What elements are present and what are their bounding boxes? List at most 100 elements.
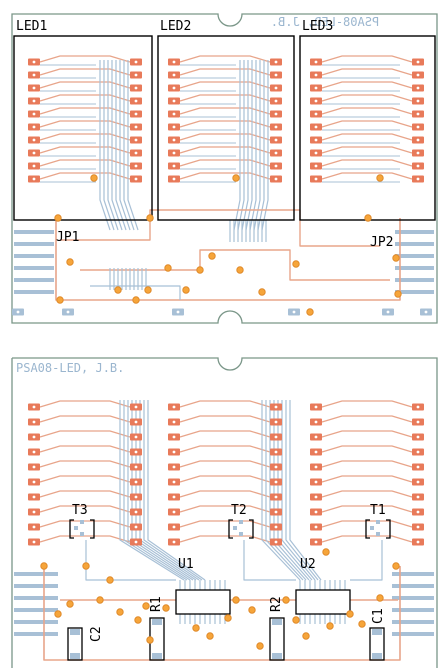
bottom-led-pad-hole xyxy=(134,525,138,529)
bottom-trace xyxy=(39,535,131,543)
top-vias xyxy=(54,174,402,316)
top-led-pad-hole xyxy=(416,60,420,64)
top-led-pad-hole xyxy=(314,151,318,155)
top-led-pad-hole xyxy=(172,60,176,64)
c2-label: C2 xyxy=(89,626,104,642)
top-led-pad-hole xyxy=(134,164,138,168)
transistor-pad xyxy=(80,532,84,536)
component-pad xyxy=(272,619,282,625)
top-led-pad-hole xyxy=(172,151,176,155)
bottom-led-pad-hole xyxy=(274,420,278,424)
r2-outline xyxy=(269,617,285,661)
bottom-led-pad-hole xyxy=(134,510,138,514)
via xyxy=(306,308,314,316)
component-pad xyxy=(372,629,382,635)
bottom-trace xyxy=(179,475,271,483)
via xyxy=(106,576,114,584)
top-led-pad-hole xyxy=(314,112,318,116)
top-led-pad-hole xyxy=(32,112,36,116)
top-led-pad-hole xyxy=(416,125,420,129)
top-led-pad-hole xyxy=(134,73,138,77)
top-led-pad-hole xyxy=(134,99,138,103)
via xyxy=(258,288,266,296)
bottom-led-pad-hole xyxy=(416,525,420,529)
bottom-led-pad-hole xyxy=(172,435,176,439)
top-trace xyxy=(321,120,413,128)
bottom-trace xyxy=(179,490,271,498)
top-trace xyxy=(90,285,181,300)
via xyxy=(208,252,216,260)
bottom-led-pad-hole xyxy=(314,495,318,499)
top-led-pad-hole xyxy=(416,112,420,116)
top-led-pad-hole xyxy=(314,73,318,77)
bottom-ground-loop xyxy=(43,566,401,661)
top-pads xyxy=(12,58,432,316)
component-pad xyxy=(152,619,162,625)
top-led-pad-hole xyxy=(32,99,36,103)
top-led-pad-hole xyxy=(274,86,278,90)
bottom-trace xyxy=(39,490,131,498)
via xyxy=(364,214,372,222)
bottom-title: PSA08-LED, J.B. xyxy=(16,361,124,375)
bottom-trace xyxy=(321,460,413,468)
via xyxy=(56,296,64,304)
top-led-pad-hole xyxy=(274,112,278,116)
via xyxy=(292,616,300,624)
via xyxy=(232,174,240,182)
top-led-pad-hole xyxy=(274,151,278,155)
via xyxy=(232,596,240,604)
transistor-pad xyxy=(239,532,243,536)
bottom-led-pad-hole xyxy=(134,495,138,499)
transistor-pad xyxy=(376,532,380,536)
via xyxy=(236,266,244,274)
top-edge-pad-hole xyxy=(176,310,180,314)
bottom-bus-line xyxy=(281,400,316,581)
component-pad xyxy=(70,629,80,635)
transistor-pad xyxy=(370,526,374,530)
top-trace xyxy=(321,68,413,76)
bottom-led-pad-hole xyxy=(134,435,138,439)
bottom-trace xyxy=(179,415,271,423)
top-led-pad-hole xyxy=(134,60,138,64)
bottom-trace xyxy=(39,460,131,468)
via xyxy=(54,610,62,618)
bottom-trace xyxy=(39,445,131,453)
bottom-trace xyxy=(321,490,413,498)
bottom-led-pad-hole xyxy=(172,525,176,529)
via xyxy=(196,266,204,274)
via xyxy=(90,174,98,182)
top-led-pad-hole xyxy=(274,60,278,64)
u1-label: U1 xyxy=(178,557,194,572)
top-led-pad-hole xyxy=(416,138,420,142)
bottom-trace xyxy=(179,520,271,528)
top-led-pad-hole xyxy=(416,164,420,168)
c1-outline xyxy=(369,627,385,661)
led2-outline xyxy=(157,35,295,221)
bottom-led-pad-hole xyxy=(314,405,318,409)
bottom-led-pad-hole xyxy=(416,540,420,544)
u2-outline xyxy=(295,589,351,615)
via xyxy=(82,562,90,570)
bottom-bus-line xyxy=(273,400,310,581)
via xyxy=(224,614,232,622)
led1-outline xyxy=(13,35,153,221)
bottom-led-pad-hole xyxy=(314,525,318,529)
top-led-pad-hole xyxy=(172,138,176,142)
bottom-led-pad-hole xyxy=(32,480,36,484)
bottom-trace xyxy=(321,520,413,528)
transistor-pad xyxy=(80,520,84,524)
top-led-pad-hole xyxy=(32,86,36,90)
bottom-trace xyxy=(321,415,413,423)
component-pad xyxy=(272,653,282,659)
top-traces xyxy=(14,55,434,301)
bottom-trace xyxy=(39,475,131,483)
bottom-led-pad-hole xyxy=(416,405,420,409)
t2-label: T2 xyxy=(231,503,247,518)
top-led-pad-hole xyxy=(274,125,278,129)
via xyxy=(182,286,190,294)
top-edge-pad-hole xyxy=(386,310,390,314)
top-trace xyxy=(60,209,380,247)
bottom-led-pad-hole xyxy=(172,480,176,484)
bottom-bus-line xyxy=(289,400,322,581)
top-led-pad-hole xyxy=(32,177,36,181)
